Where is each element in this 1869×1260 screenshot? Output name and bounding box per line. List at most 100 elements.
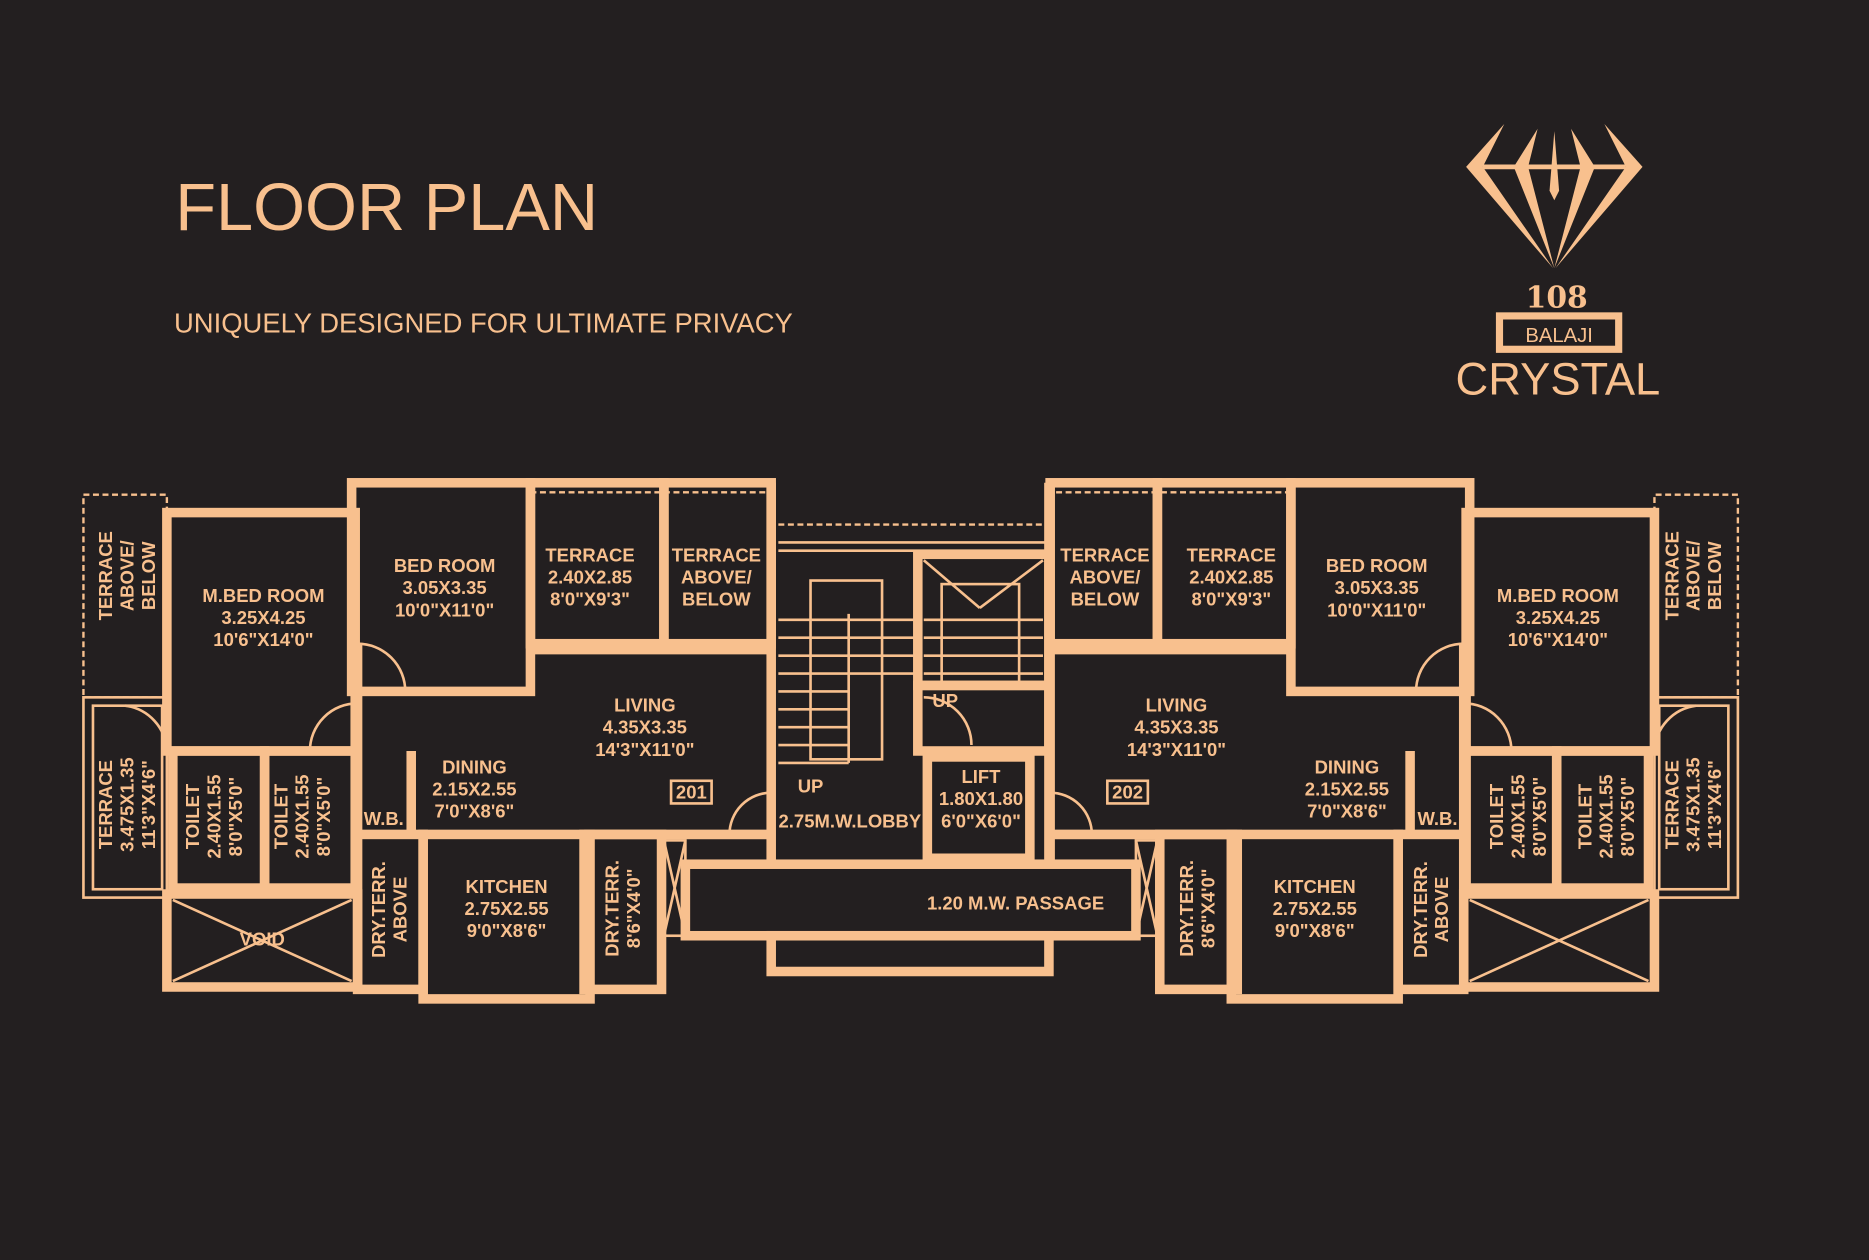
u201-toilet2-label: TOILET <box>270 783 291 849</box>
stair-up-label: UP <box>932 690 958 711</box>
u202-terrace_ab-label: TERRACE <box>1060 544 1149 565</box>
u202-terrace_small-label: 11'3"X4'6" <box>1704 760 1725 849</box>
u201-bed-label: 10'0"X11'0" <box>395 599 494 620</box>
u202-living-label: 4.35X3.35 <box>1134 717 1218 738</box>
u202-terrace_side-label: TERRACE <box>1661 531 1682 620</box>
u202-dining-label: 7'0"X8'6" <box>1307 801 1387 822</box>
u202-dining-label: 2.15X2.55 <box>1305 779 1389 800</box>
u201-living-label: LIVING <box>614 695 676 716</box>
u202-living-label: 14'3"X11'0" <box>1127 739 1226 760</box>
u201-toilet2-label: 2.40X1.55 <box>292 774 313 858</box>
logo-name: CRYSTAL <box>1456 354 1661 405</box>
u201-terrace_ab-label: BELOW <box>682 589 751 610</box>
u202-terrace_small-label: 3.475X1.35 <box>1683 757 1704 851</box>
u201-terrace-label: 2.40X2.85 <box>548 567 632 588</box>
u201-dry_above-label: DRY.TERR. <box>368 861 389 958</box>
u201-toilet1-label: 8'0"X5'0" <box>225 777 246 857</box>
u201-wb-label: W.B. <box>364 808 404 829</box>
u201-living-label: 4.35X3.35 <box>603 717 687 738</box>
u201-terrace_small-label: 11'3"X4'6" <box>138 760 159 849</box>
u202-terrace-label: 2.40X2.85 <box>1189 567 1273 588</box>
u201-terrace_small-label: 3.475X1.35 <box>117 757 138 851</box>
u202-terrace_small-label: TERRACE <box>1661 760 1682 849</box>
u201-toilet2-label: 8'0"X5'0" <box>313 777 334 857</box>
u201-bed-label: 3.05X3.35 <box>402 577 486 598</box>
stair-up-label: UP <box>798 776 824 797</box>
u201-kitchen-label: 2.75X2.55 <box>464 898 548 919</box>
u202-toilet1-label: 8'0"X5'0" <box>1617 777 1638 857</box>
u201-dining-label: 7'0"X8'6" <box>435 801 515 822</box>
logo-number: 108 <box>1526 281 1588 316</box>
u201-terrace-label: 8'0"X9'3" <box>550 589 630 610</box>
u202-kitchen-label: KITCHEN <box>1274 876 1356 897</box>
u202-bed-label: 3.05X3.35 <box>1335 577 1419 598</box>
u201-toilet1-label: TOILET <box>182 783 203 849</box>
u202-terrace_side-label: BELOW <box>1704 541 1725 610</box>
u202-terrace_side-label: ABOVE/ <box>1683 540 1704 611</box>
u202-terrace_ab-label: BELOW <box>1071 589 1140 610</box>
u201-terrace_side-label: ABOVE/ <box>117 540 138 611</box>
u201-terrace_side-label: BELOW <box>138 541 159 610</box>
u201-terrace_small-label: TERRACE <box>95 760 116 849</box>
u201-mbed-label: M.BED ROOM <box>202 585 324 606</box>
u202-bed-label: BED ROOM <box>1326 555 1428 576</box>
core-walls <box>680 482 1141 977</box>
lift-label: LIFT <box>961 766 1001 787</box>
u201-toilet1-label: 2.40X1.55 <box>204 774 225 858</box>
u201-dining-label: DINING <box>442 757 507 778</box>
u202-dry-label: 8'6"X4'0" <box>1198 868 1219 948</box>
u202-toilet1-label: 2.40X1.55 <box>1596 774 1617 858</box>
u201-terrace_ab-label: ABOVE/ <box>681 567 752 588</box>
logo: 108 BALAJI CRYSTAL <box>1456 124 1661 405</box>
u202-mbed-label: 3.25X4.25 <box>1516 607 1600 628</box>
u202-mbed-label: 10'6"X14'0" <box>1508 629 1608 650</box>
u202-toilet2-label: 8'0"X5'0" <box>1529 777 1550 857</box>
u201-dining-label: 2.15X2.55 <box>432 779 516 800</box>
u202-toilet1-label: TOILET <box>1574 783 1595 849</box>
page-subtitle: UNIQUELY DESIGNED FOR ULTIMATE PRIVACY <box>174 308 793 339</box>
u201-kitchen-label: KITCHEN <box>466 876 548 897</box>
u202-dry_above-label: ABOVE <box>1431 877 1452 943</box>
u201-terrace_ab-label: TERRACE <box>672 544 761 565</box>
u201-bed-label: BED ROOM <box>394 555 496 576</box>
u201-terrace_side-label: TERRACE <box>95 531 116 620</box>
unit-202-badge <box>1106 779 1150 805</box>
passage-label: 1.20 M.W. PASSAGE <box>927 893 1104 914</box>
u202-terrace_ab-label: ABOVE/ <box>1070 567 1141 588</box>
u202-dry_above-label: DRY.TERR. <box>1410 861 1431 958</box>
u201-kitchen-label: 9'0"X8'6" <box>467 920 547 941</box>
u202-dry-label: DRY.TERR. <box>1176 860 1197 957</box>
diamond-icon <box>1466 124 1643 269</box>
plan-walls <box>82 478 1737 1004</box>
u201-dry_above-label: ABOVE <box>389 877 410 943</box>
u202-living-label: LIVING <box>1146 695 1208 716</box>
unit-202-number: 202 <box>1112 782 1143 803</box>
u202-dining-label: DINING <box>1315 757 1380 778</box>
unit-201-badge <box>669 779 713 805</box>
logo-box <box>1495 312 1623 353</box>
u202-kitchen-label: 9'0"X8'6" <box>1275 920 1355 941</box>
u202-kitchen-label: 2.75X2.55 <box>1273 898 1357 919</box>
u201-void-label: VOID <box>240 928 285 949</box>
unit-201-walls <box>82 478 776 1004</box>
lift-label: 1.80X1.80 <box>939 788 1023 809</box>
u202-mbed-label: M.BED ROOM <box>1497 585 1619 606</box>
u201-mbed-label: 10'6"X14'0" <box>213 629 313 650</box>
u202-terrace-label: TERRACE <box>1187 544 1276 565</box>
lift-label: 6'0"X6'0" <box>941 810 1021 831</box>
unit-201-number: 201 <box>676 782 707 803</box>
u202-terrace-label: 8'0"X9'3" <box>1191 589 1271 610</box>
u201-dry-label: DRY.TERR. <box>602 860 623 957</box>
lobby-label: 2.75M.W.LOBBY <box>779 810 922 831</box>
u202-toilet2-label: 2.40X1.55 <box>1508 774 1529 858</box>
u201-mbed-label: 3.25X4.25 <box>221 607 305 628</box>
u202-bed-label: 10'0"X11'0" <box>1327 599 1426 620</box>
page-title: FLOOR PLAN <box>175 171 598 245</box>
u201-living-label: 14'3"X11'0" <box>595 739 694 760</box>
logo-boxed-text: BALAJI <box>1525 325 1593 347</box>
u201-dry-label: 8'6"X4'0" <box>623 868 644 948</box>
u201-terrace-label: TERRACE <box>545 544 634 565</box>
u202-wb-label: W.B. <box>1418 808 1458 829</box>
